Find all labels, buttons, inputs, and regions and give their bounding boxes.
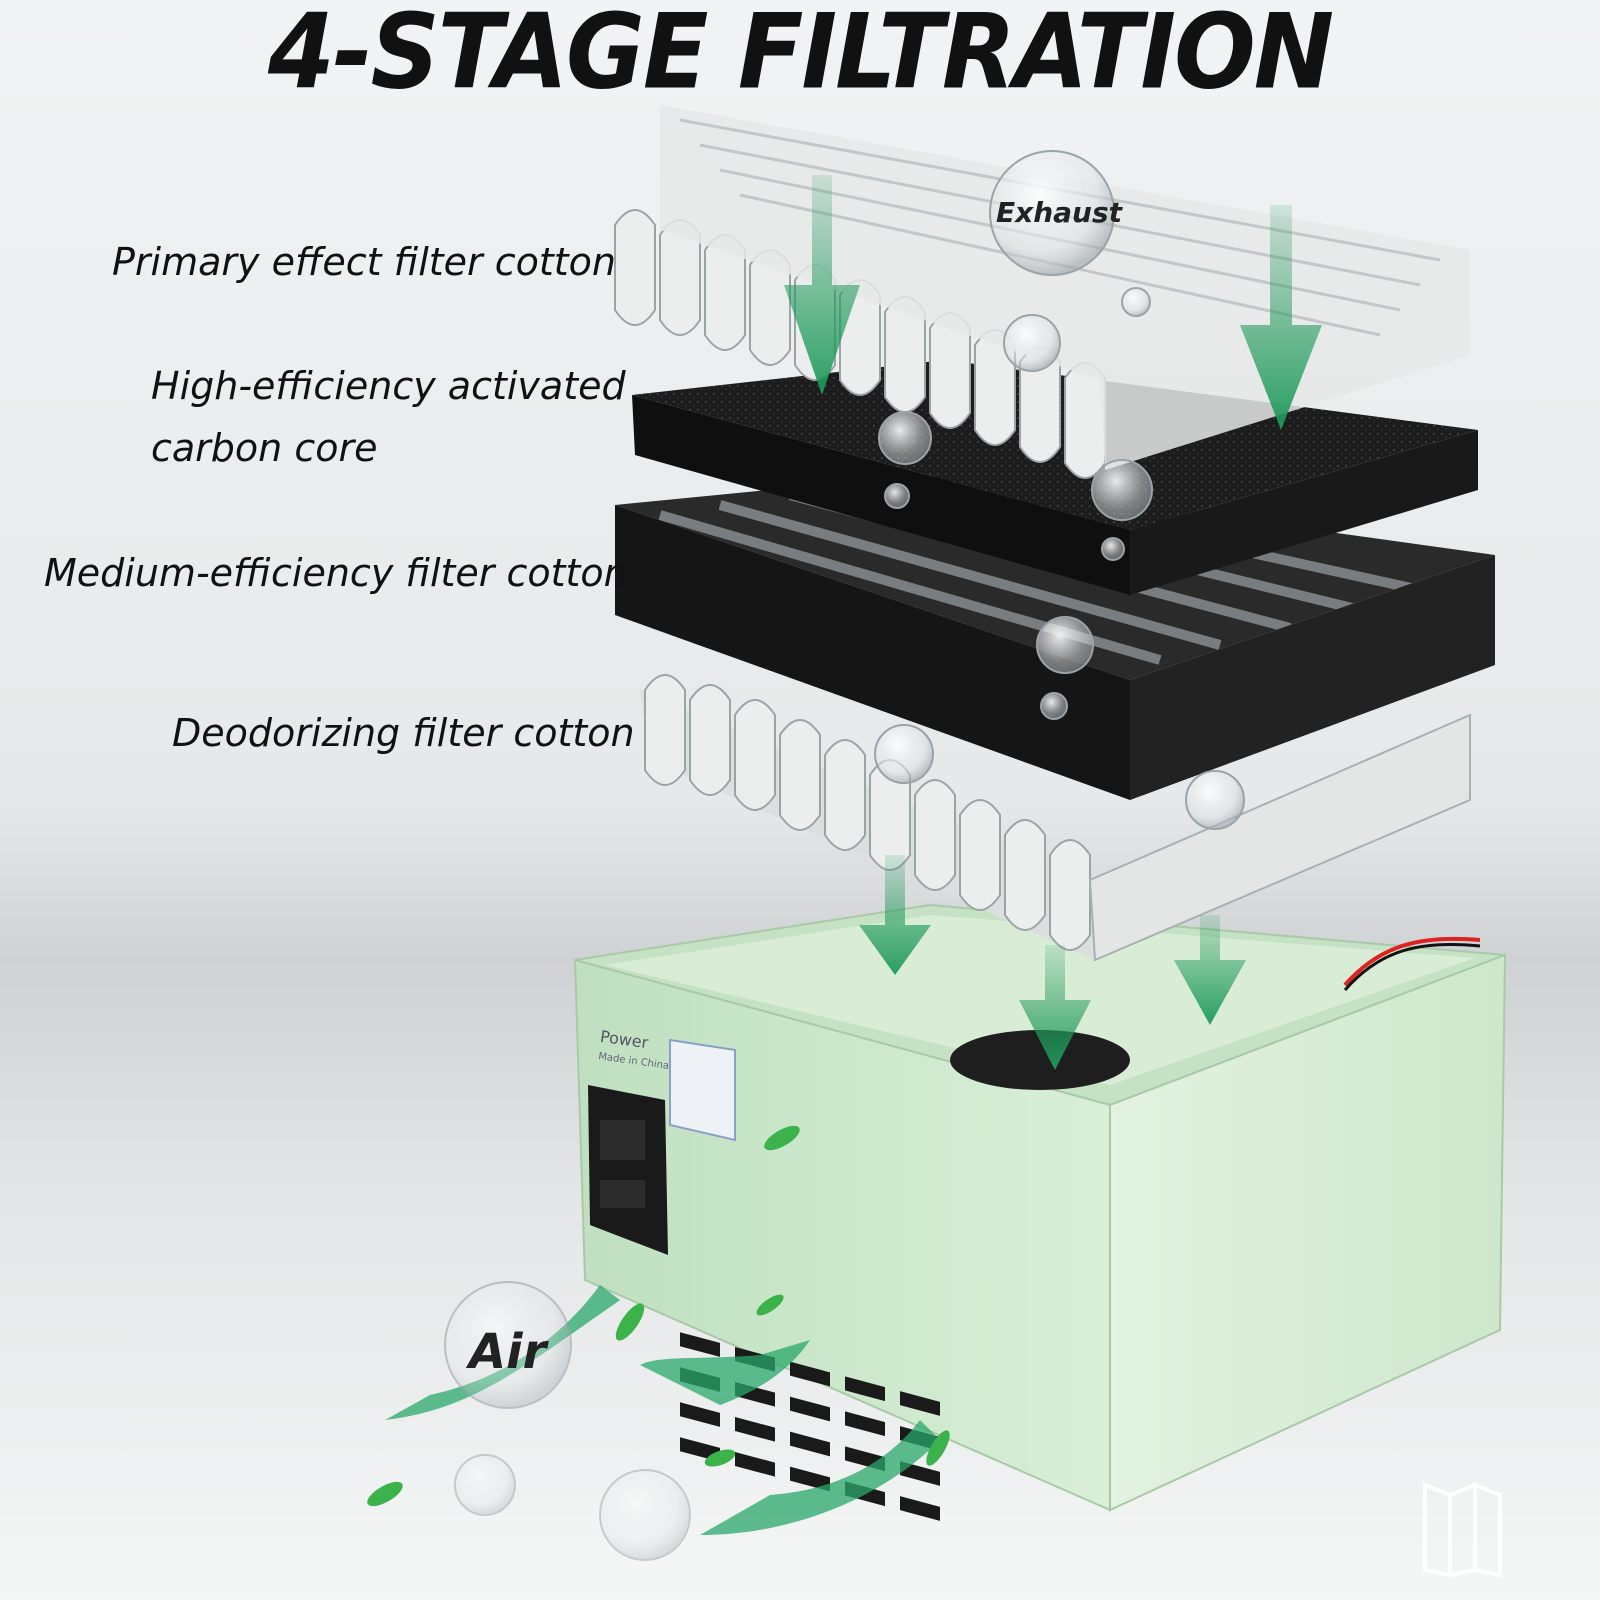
page-title: 4-STAGE FILTRATION xyxy=(267,0,1334,113)
watermark-logo-icon xyxy=(1423,1482,1502,1578)
label-carbon-line2: carbon core xyxy=(151,426,378,470)
deodorizing-filter xyxy=(640,674,1471,962)
fan-opening xyxy=(950,1030,1130,1090)
air-label: Air xyxy=(469,1324,547,1380)
airflow-arrows xyxy=(385,1285,940,1535)
label-primary-filter: Primary effect filter cotton xyxy=(112,240,617,284)
label-medium-filter: Medium-efficiency filter cotton xyxy=(44,551,628,595)
power-socket-icon xyxy=(588,1085,668,1255)
label-carbon-line1: High-efficiency activated xyxy=(151,364,626,408)
down-arrow-icon xyxy=(784,175,1322,1070)
housing-unit xyxy=(573,903,1507,1521)
label-carbon-core: High-efficiency activated carbon core xyxy=(151,355,626,479)
bubble-icon xyxy=(444,150,1245,1561)
label-deodorizing-filter: Deodorizing filter cotton xyxy=(172,711,635,755)
exhaust-label: Exhaust xyxy=(996,196,1122,229)
leaf-icon xyxy=(367,1125,950,1507)
product-sticker xyxy=(669,1038,736,1142)
